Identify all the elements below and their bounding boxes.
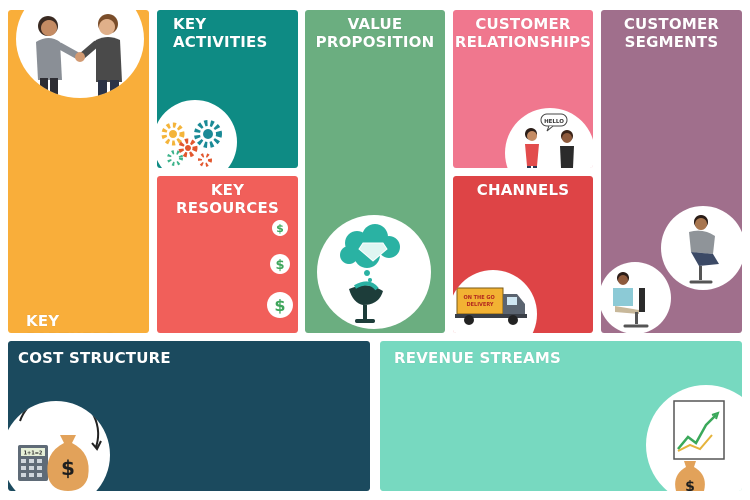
seated-customer-icon (601, 262, 671, 333)
revenue-streams-title: REVENUE STREAMS (394, 349, 562, 367)
handshake-icon (16, 10, 144, 98)
value-proposition-title: VALUE PROPOSITION (315, 15, 435, 51)
svg-text:$: $ (61, 456, 75, 480)
customer-relationships-block: CUSTOMER RELATIONSHIPS HELLO (453, 10, 593, 168)
svg-text:$: $ (276, 222, 284, 235)
svg-text:$: $ (275, 258, 284, 273)
gears-icon (157, 100, 237, 168)
key-activities-block: KEY ACTIVITIES (157, 10, 298, 168)
customers-icon (661, 206, 742, 290)
truck-text-line1: ON THE GO (463, 295, 494, 301)
svg-text:$: $ (685, 479, 695, 491)
diamond-thought-icon (317, 215, 431, 329)
key-activities-title: KEY ACTIVITIES (173, 15, 268, 51)
cost-structure-title: COST STRUCTURE (18, 349, 171, 367)
svg-text:$: $ (274, 296, 285, 315)
truck-text-line2: DELIVERY (466, 302, 493, 308)
growth-chart-icon: $ (646, 385, 742, 491)
calculator-display: 1+1=2 (24, 451, 43, 457)
calculator-moneybag-icon: 1+1=2 $ (8, 401, 110, 491)
key-resources-block: KEY RESOURCES $ $ $ (157, 176, 298, 333)
revenue-streams-block: REVENUE STREAMS $ (380, 341, 742, 491)
hello-speech-text: HELLO (544, 119, 564, 125)
channels-title: CHANNELS (476, 181, 570, 199)
conversation-icon: HELLO (505, 108, 593, 168)
channels-block: CHANNELS ON THE GO DELIVERY (453, 176, 593, 333)
cost-structure-block: COST STRUCTURE 1+1=2 $ (8, 341, 370, 491)
key-resources-title: KEY RESOURCES (176, 181, 279, 217)
key-partners-title: KEY PARTNERS (26, 312, 115, 333)
value-proposition-block: VALUE PROPOSITION (305, 10, 445, 333)
key-partners-block: KEY PARTNERS (8, 10, 149, 333)
customer-segments-title: CUSTOMER SEGMENTS (623, 15, 720, 51)
money-icon: $ $ $ (265, 218, 295, 328)
customer-segments-block: CUSTOMER SEGMENTS (601, 10, 742, 333)
delivery-truck-icon: ON THE GO DELIVERY (453, 270, 537, 333)
customer-relationships-title: CUSTOMER RELATIONSHIPS (454, 15, 592, 51)
svg-text:ON THE GO DELIVERY: ON THE GO DELIVERY (463, 295, 496, 308)
